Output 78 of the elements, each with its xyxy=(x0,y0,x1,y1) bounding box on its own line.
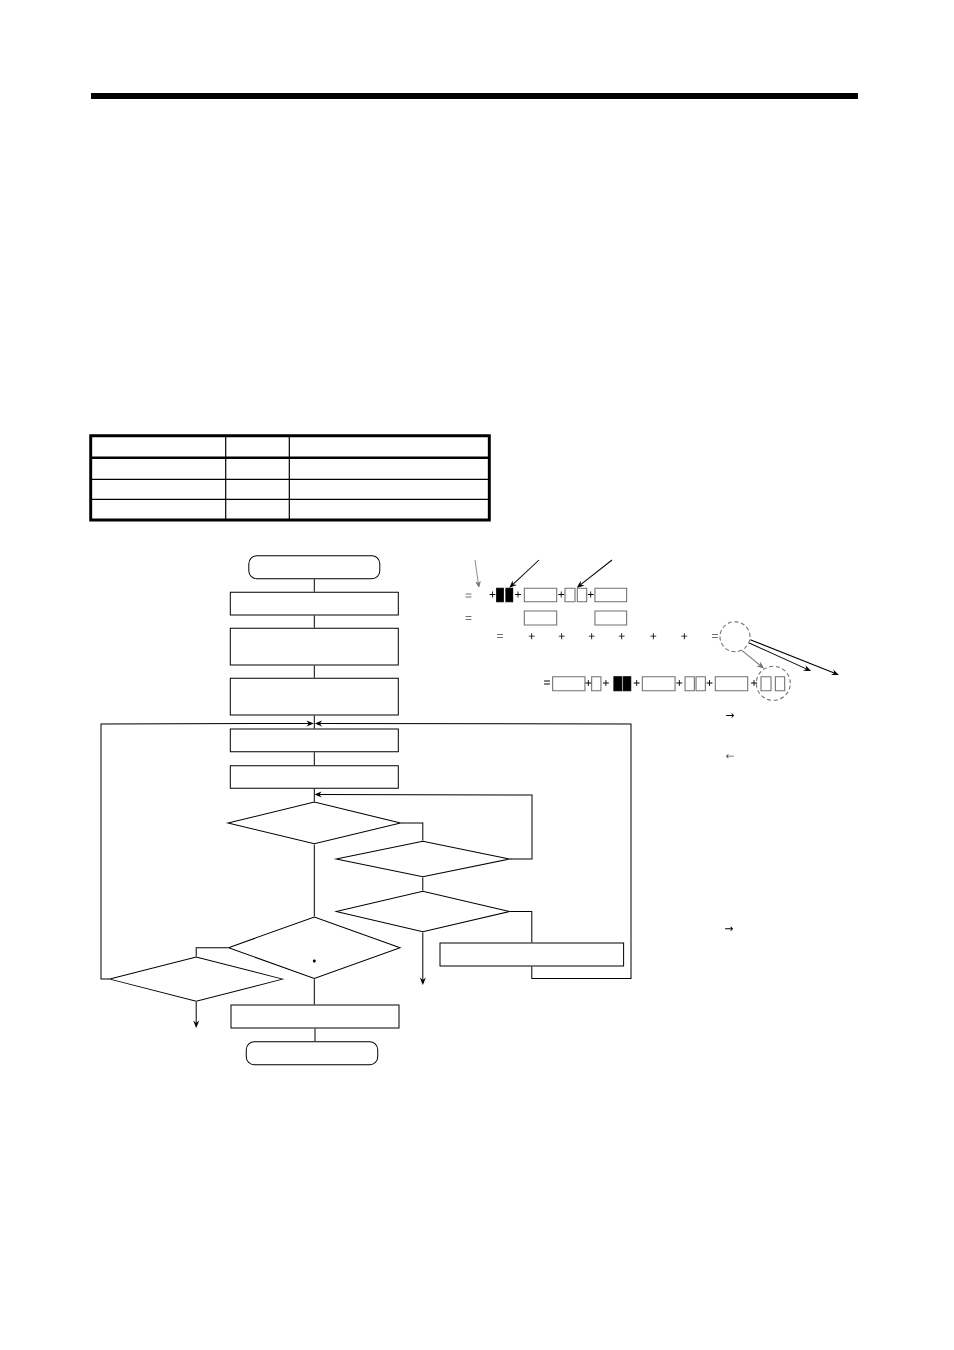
arrow xyxy=(509,559,540,588)
field-box xyxy=(594,610,628,626)
process-box xyxy=(229,765,399,789)
process-box xyxy=(229,627,399,666)
field-box xyxy=(684,676,695,692)
dashed-circle xyxy=(755,665,791,701)
dashed-circle xyxy=(719,621,751,653)
connector-line xyxy=(313,751,315,766)
decision-diamond xyxy=(335,840,510,878)
field-box xyxy=(564,587,576,603)
plus-sign: + xyxy=(587,591,594,598)
plus-sign: + xyxy=(585,680,592,686)
connector-line xyxy=(313,715,315,729)
connector-line xyxy=(313,843,315,917)
field-box xyxy=(714,676,749,692)
field-box xyxy=(523,587,558,603)
connector-line xyxy=(313,615,315,629)
connector-line xyxy=(313,978,315,1005)
solid-block xyxy=(613,676,623,692)
plus-sign: + xyxy=(558,591,565,598)
field-box xyxy=(576,587,588,603)
plus-sign: + xyxy=(588,633,595,640)
arrow-symbol: → xyxy=(726,713,734,718)
field-box xyxy=(695,676,706,692)
arrow xyxy=(749,639,839,676)
process-box xyxy=(229,677,399,716)
decision-diamond xyxy=(335,890,510,933)
equals-sign: = xyxy=(465,616,472,620)
plus-sign: + xyxy=(603,680,609,686)
equals-sign: = xyxy=(465,593,472,598)
connector-line xyxy=(314,1028,316,1042)
arrow xyxy=(193,1001,199,1028)
plus-sign: + xyxy=(515,591,521,598)
process-box xyxy=(229,728,399,753)
arrow xyxy=(315,792,533,860)
plus-sign: + xyxy=(681,633,688,640)
plus-sign: + xyxy=(751,680,757,686)
arrow xyxy=(420,932,426,985)
plus-sign: + xyxy=(558,633,565,640)
decision-diamond xyxy=(228,916,401,979)
plus-sign: + xyxy=(633,680,640,686)
plus-sign: + xyxy=(676,680,683,686)
terminal-shape xyxy=(245,1041,379,1066)
solid-block xyxy=(496,587,504,603)
arrow-symbol: → xyxy=(725,926,733,932)
connector-line xyxy=(400,822,424,841)
process-box xyxy=(229,591,399,616)
process-box xyxy=(230,1004,400,1029)
connector-line xyxy=(313,578,315,593)
arrow xyxy=(748,642,811,671)
plus-sign: + xyxy=(706,680,713,686)
process-box xyxy=(439,942,625,967)
connector-line xyxy=(195,947,229,957)
equals-sign: = xyxy=(497,634,503,638)
connector-line xyxy=(313,788,315,802)
field-box xyxy=(591,676,602,692)
field-box xyxy=(552,676,586,692)
plus-sign: + xyxy=(489,591,496,598)
field-box xyxy=(523,610,558,626)
arrow-symbol: ← xyxy=(726,753,734,759)
field-box xyxy=(594,587,628,603)
decision-diamond xyxy=(109,956,284,1002)
field-box xyxy=(760,676,772,692)
connector-line xyxy=(509,911,533,943)
terminal-shape xyxy=(248,555,381,580)
plus-sign: + xyxy=(650,633,657,640)
decision-diamond xyxy=(227,801,402,845)
connector-line xyxy=(313,665,315,679)
field-box xyxy=(774,676,786,692)
arrow xyxy=(100,721,313,980)
solid-block xyxy=(622,676,632,692)
arrow xyxy=(315,721,632,980)
arrow xyxy=(577,559,613,588)
connector-line xyxy=(422,877,424,891)
arrow xyxy=(741,650,764,669)
field-box xyxy=(641,676,676,692)
plus-sign: + xyxy=(618,633,625,640)
plus-sign: + xyxy=(528,633,535,640)
